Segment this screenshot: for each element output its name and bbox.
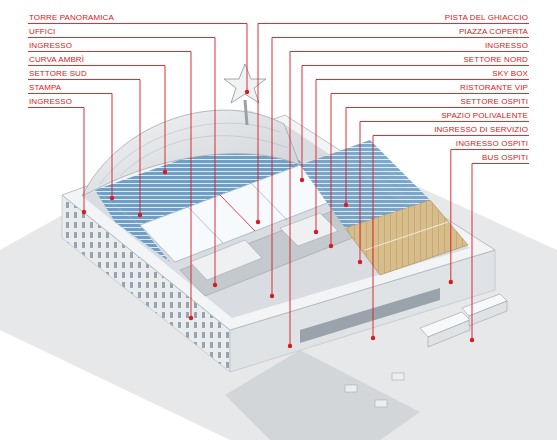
- leader-dot: [314, 230, 318, 234]
- leader-line: [28, 94, 112, 199]
- callout-label: SPAZIO POLIVALENTE: [440, 111, 529, 120]
- leader-line: [28, 66, 165, 173]
- bus: [428, 320, 470, 347]
- leader-line: [272, 38, 529, 297]
- leader-dot: [344, 203, 348, 207]
- callout-label: INGRESSO: [28, 97, 73, 106]
- leader-dot: [470, 338, 474, 342]
- callout-label: PIAZZA COPERTA: [458, 27, 529, 36]
- leader-line: [472, 164, 529, 341]
- roof-rib: [100, 123, 280, 184]
- leader-dot: [213, 283, 217, 287]
- leader-line: [28, 108, 84, 213]
- panoramic-tower: [224, 64, 266, 103]
- rink-line: [252, 184, 287, 220]
- leader-dot: [189, 316, 193, 320]
- leader-dot: [371, 336, 375, 340]
- callout-label: CURVA AMBRÌ: [28, 55, 85, 64]
- stand-guests: [300, 140, 430, 228]
- bus: [469, 301, 507, 326]
- leader-dot: [449, 280, 453, 284]
- leader-dot: [270, 294, 274, 298]
- callout-label: PISTA DEL GHIACCIO: [444, 13, 529, 22]
- leader-dot: [329, 244, 333, 248]
- callout-label: SETTORE NORD: [462, 55, 529, 64]
- leader-line: [302, 66, 529, 181]
- leader-line: [451, 150, 529, 283]
- callout-label: INGRESSO: [484, 41, 529, 50]
- callout-label: RISTORANTE VIP: [459, 83, 529, 92]
- car: [375, 400, 387, 407]
- leader-line: [28, 24, 247, 93]
- leader-line: [316, 80, 529, 233]
- callout-label: SETTORE SUD: [28, 69, 88, 78]
- leader-dot: [256, 220, 260, 224]
- leader-line: [360, 122, 529, 263]
- leader-line: [28, 80, 140, 216]
- leader-dot: [358, 260, 362, 264]
- leader-line: [373, 136, 529, 339]
- leader-line: [28, 38, 215, 286]
- vip-block: [280, 213, 338, 246]
- callout-label: STAMPA: [28, 83, 62, 92]
- callout-label: SKY BOX: [491, 69, 529, 78]
- callout-label: UFFICI: [28, 27, 56, 36]
- car: [392, 373, 404, 380]
- car: [345, 385, 357, 392]
- callout-label: INGRESSO OSPITI: [455, 139, 529, 148]
- offices-block: [190, 240, 262, 280]
- callout-label: INGRESSO DI SERVIZIO: [433, 125, 529, 134]
- leader-dot: [138, 213, 142, 217]
- leader-dot: [110, 196, 114, 200]
- callout-label: INGRESSO: [28, 41, 73, 50]
- leader-line: [28, 52, 191, 319]
- leader-dot: [245, 90, 249, 94]
- rink-line: [220, 195, 255, 231]
- callout-label: TORRE PANORAMICA: [28, 13, 115, 22]
- tower-mast: [245, 100, 247, 125]
- leader-dot: [163, 170, 167, 174]
- leader-line: [331, 94, 529, 247]
- roof-rib: [120, 136, 288, 176]
- leader-dot: [300, 178, 304, 182]
- leader-line: [258, 24, 529, 223]
- callout-label: BUS OSPITI: [481, 153, 529, 162]
- court-line: [365, 222, 448, 250]
- leader-dot: [288, 344, 292, 348]
- piazza-coperta: [180, 210, 360, 296]
- leader-dot: [82, 210, 86, 214]
- rink-line: [188, 207, 223, 243]
- callout-label: SETTORE OSPITI: [460, 97, 530, 106]
- leader-line: [290, 52, 529, 347]
